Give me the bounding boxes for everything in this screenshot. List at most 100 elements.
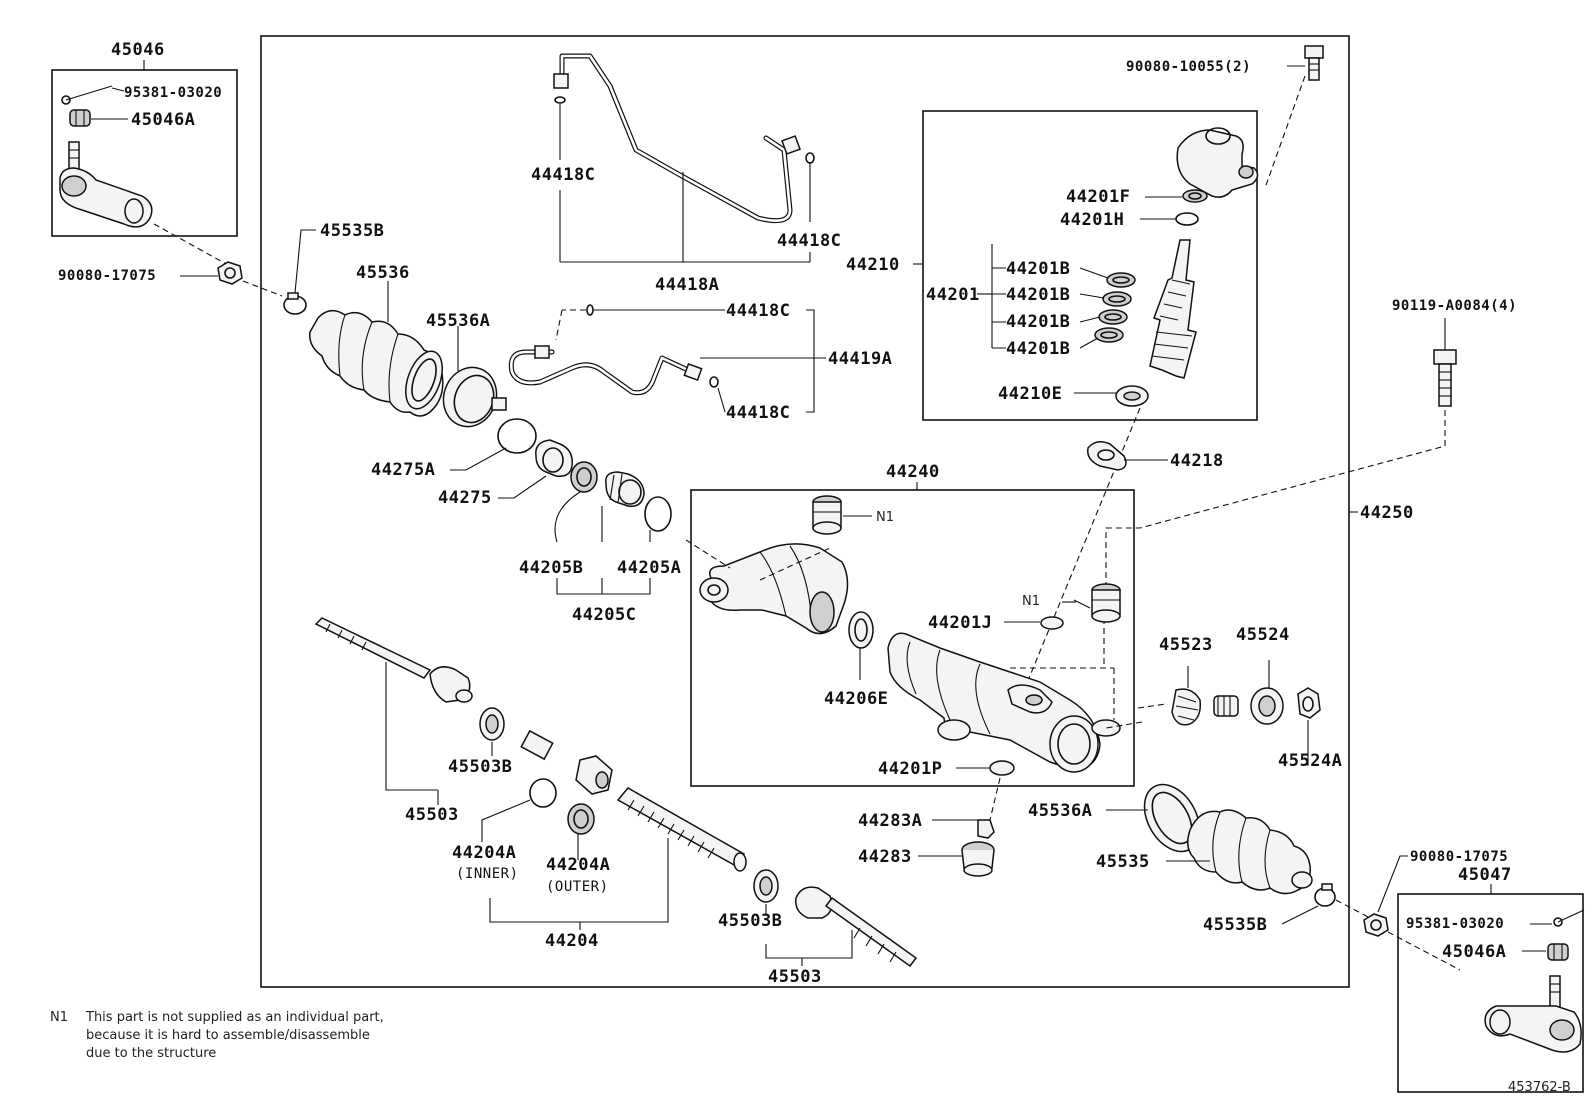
label-mount-bolt: 90119-A0084(4) bbox=[1392, 298, 1517, 314]
label-pipe-oring-top-left: 44418C bbox=[531, 165, 595, 185]
oil-seal-b-icon bbox=[570, 461, 598, 493]
label-valve-ring-b3: 44201B bbox=[1006, 312, 1070, 332]
boot-right-icon bbox=[1187, 809, 1313, 895]
bolt-top-icon bbox=[1304, 45, 1324, 81]
label-oil-ring-outer: 44204A bbox=[546, 855, 610, 875]
oil-ring-outer-icon bbox=[567, 803, 595, 835]
label-oil-seal-b: 44205B bbox=[519, 558, 583, 578]
rack-icon bbox=[616, 787, 747, 872]
pressure-pipe-icon bbox=[553, 53, 801, 224]
valve-seal-h-icon bbox=[1175, 212, 1199, 226]
oil-seal-a-icon bbox=[644, 496, 672, 532]
label-n1-top: N1 bbox=[876, 510, 894, 525]
dust-seal-a-icon bbox=[977, 819, 995, 839]
label-valve-seal-f: 44201F bbox=[1066, 187, 1130, 207]
claw-washer-right-icon bbox=[753, 869, 779, 903]
boot-clip-right-icon bbox=[1314, 883, 1336, 907]
label-boot-clamp-right: 45536A bbox=[1028, 801, 1092, 821]
label-cotter-pin-left: 95381-03020 bbox=[124, 85, 222, 101]
return-pipe-icon bbox=[508, 345, 703, 396]
cotter-pin-left-icon bbox=[61, 85, 113, 105]
valve-housing-icon bbox=[1176, 127, 1259, 198]
valve-bearing-icon bbox=[1115, 385, 1149, 407]
mount-bolt-icon bbox=[1433, 349, 1457, 407]
control-valve-box bbox=[922, 110, 1258, 421]
label-rack: 44204 bbox=[545, 931, 599, 951]
tie-rod-end-left-icon bbox=[59, 141, 153, 228]
label-tie-rod-left: 45503 bbox=[405, 805, 459, 825]
note-marker: N1 bbox=[50, 1010, 68, 1025]
label-oil-ring-inner: 44204A bbox=[452, 843, 516, 863]
tie-rod-end-right-icon bbox=[1484, 975, 1582, 1053]
claw-washer-left-icon bbox=[479, 707, 505, 741]
oil-ring-inner-icon bbox=[529, 778, 557, 808]
gasket-icon bbox=[1087, 441, 1127, 471]
valve-rings-icon bbox=[1094, 272, 1136, 343]
label-claw-washer-right: 45503B bbox=[718, 911, 782, 931]
label-claw-washer-left: 45503B bbox=[448, 757, 512, 777]
housing-insert-mid-icon bbox=[1091, 583, 1121, 623]
label-dust-seal-a: 44283A bbox=[858, 811, 922, 831]
label-snap-ring: 44275A bbox=[371, 460, 435, 480]
label-cotter-pin-right: 95381-03020 bbox=[1406, 916, 1504, 932]
label-gasket: 44218 bbox=[1170, 451, 1224, 471]
label-oil-seal-a: 44205A bbox=[617, 558, 681, 578]
seal-j-icon bbox=[1040, 616, 1064, 630]
valve-shaft-icon bbox=[1149, 239, 1197, 379]
label-valve-seal-h: 44201H bbox=[1060, 210, 1124, 230]
pipe-oring-mid-bottom-icon bbox=[709, 376, 719, 388]
label-boot-clip-right: 45535B bbox=[1203, 915, 1267, 935]
tie-rod-right-icon bbox=[795, 886, 918, 968]
label-valve-ring-b2: 44201B bbox=[1006, 285, 1070, 305]
label-rack-guide: 45524 bbox=[1236, 625, 1290, 645]
pipe-oring-top-right-icon bbox=[805, 152, 815, 164]
label-tie-rod-end-right: 45047 bbox=[1458, 865, 1512, 885]
castle-nut-left-icon bbox=[69, 109, 91, 127]
label-control-valve-assy: 44210 bbox=[846, 255, 900, 275]
label-pipe-oring-top-right: 44418C bbox=[777, 231, 841, 251]
label-boot-right: 45535 bbox=[1096, 852, 1150, 872]
label-lock-nut: 45524A bbox=[1278, 751, 1342, 771]
label-n1-mid: N1 bbox=[1022, 594, 1040, 609]
note-line-2: because it is hard to assemble/disassemb… bbox=[86, 1028, 370, 1043]
label-valve-ring-b1: 44201B bbox=[1006, 259, 1070, 279]
label-outer: (OUTER) bbox=[546, 879, 609, 895]
label-tie-rod-right: 45503 bbox=[768, 967, 822, 987]
cotter-pin-right-icon bbox=[1553, 909, 1585, 927]
label-valve-ring-b4: 44201B bbox=[1006, 339, 1070, 359]
pipe-oring-mid-top-icon bbox=[586, 304, 594, 316]
label-tie-rod-end-left: 45046 bbox=[111, 40, 165, 60]
rack-end-icon bbox=[575, 755, 613, 795]
label-nut-left: 90080-17075 bbox=[58, 268, 156, 284]
bushing-icon bbox=[535, 439, 573, 478]
rack-guide-icon bbox=[1250, 687, 1284, 725]
label-boot-clip-left: 45535B bbox=[320, 221, 384, 241]
boot-clamp-right-icon bbox=[1143, 783, 1201, 853]
label-bushing: 44275 bbox=[438, 488, 492, 508]
castle-nut-right-icon bbox=[1547, 943, 1569, 961]
label-rack-seal: 44206E bbox=[824, 689, 888, 709]
label-valve-bearing: 44210E bbox=[998, 384, 1062, 404]
label-inner: (INNER) bbox=[456, 866, 519, 882]
label-housing-assy: 44240 bbox=[886, 462, 940, 482]
valve-seal-f-icon bbox=[1182, 189, 1208, 203]
oil-seal-assy-icon bbox=[605, 471, 645, 507]
note-line-3: due to the structure bbox=[86, 1046, 216, 1061]
label-castle-nut-right: 45046A bbox=[1442, 942, 1506, 962]
nut-left-icon bbox=[217, 261, 243, 285]
label-nut-right: 90080-17075 bbox=[1410, 849, 1508, 865]
label-pipe-oring-mid-bottom: 44418C bbox=[726, 403, 790, 423]
lock-nut-icon bbox=[1297, 687, 1321, 719]
label-pipe-oring-mid-top: 44418C bbox=[726, 301, 790, 321]
pipe-oring-top-left-icon bbox=[554, 96, 566, 104]
housing-valve-body-icon bbox=[699, 543, 849, 635]
nut-right-icon bbox=[1363, 913, 1389, 937]
label-seal-j: 44201J bbox=[928, 613, 992, 633]
boot-clip-left-icon bbox=[283, 292, 307, 315]
label-seal-p: 44201P bbox=[878, 759, 942, 779]
rack-seal-icon bbox=[848, 611, 874, 649]
rack-spacer-icon bbox=[520, 729, 554, 761]
boot-left-icon bbox=[309, 309, 444, 417]
label-valve-kit: 44201 bbox=[926, 285, 980, 305]
